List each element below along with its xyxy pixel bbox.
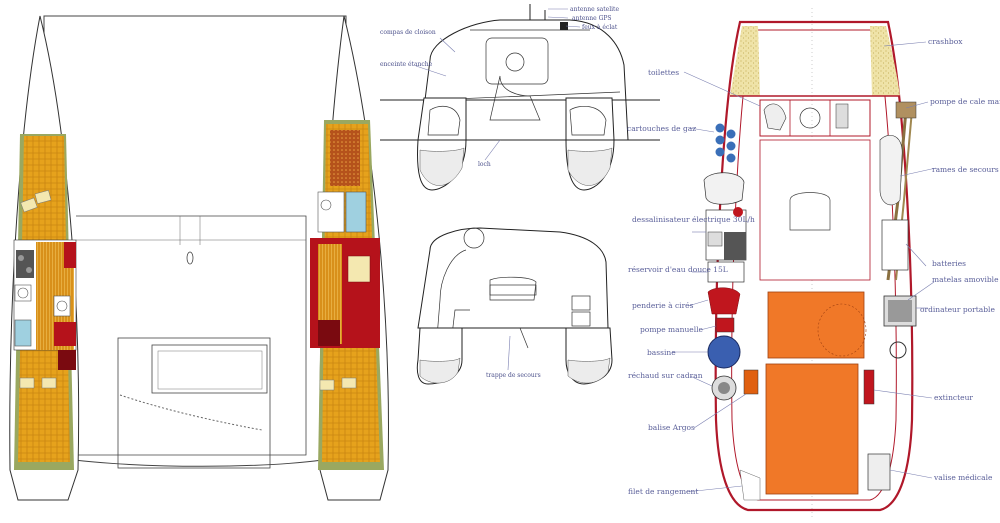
label-crashbox: crashbox: [928, 37, 963, 46]
section-front-view: [380, 4, 660, 191]
label-filet-rangement: filet de rangement: [628, 487, 698, 496]
section-side-view: trappe de secours: [416, 227, 613, 385]
label-balise-argos: balise Argos: [648, 423, 695, 432]
label-dessalinisateur-text: dessalinisateur électrique 30L/h: [632, 215, 755, 224]
label-pompe-manuelle: pompe manuelle: [640, 325, 704, 334]
label-rames-secours: rames de secours: [932, 165, 999, 174]
label-compas-cloison: compas de cloison: [380, 29, 436, 36]
label-bassine: bassine: [647, 348, 676, 357]
label-loch: loch: [478, 161, 491, 168]
label-trappe-secours: trappe de secours: [486, 372, 541, 379]
section-views: antenne satelite antenne GPS feux à écla…: [380, 4, 660, 385]
label-toilettes: toilettes: [648, 68, 679, 77]
label-cartouches-gaz: cartouches de gaz: [627, 124, 696, 133]
label-penderie: penderie à cirés: [632, 301, 694, 310]
label-enceinte-etanche: enceinte étanche: [380, 61, 433, 68]
label-batteries: batteries: [932, 259, 966, 268]
label-antenne-satelite: antenne satelite: [570, 6, 619, 13]
label-valise-medicale: valise médicale: [933, 473, 993, 482]
label-rechaud: réchaud sur cadran: [628, 371, 703, 380]
section-top-labels: antenne satelite antenne GPS feux à écla…: [380, 6, 619, 168]
label-matelas: matelas amovible: [932, 275, 999, 284]
label-dessalinisateur: dessalinisateur électrique 30L/h: [632, 215, 755, 224]
label-feux-eclat: feux à éclat: [582, 24, 618, 31]
plan-right-labels: crashbox pompe de cale manuelle rames de…: [920, 37, 1000, 482]
label-ordinateur: ordinateur portable: [920, 305, 995, 314]
label-pompe-cale: pompe de cale manuelle: [930, 97, 1000, 106]
gas-cartridges: [715, 123, 736, 163]
boat-interior-plan: toilettes cartouches de gaz dessalinisat…: [627, 8, 1000, 520]
plan-left-labels: toilettes cartouches de gaz dessalinisat…: [627, 68, 755, 496]
catamaran-plan: [9, 15, 389, 501]
label-reservoir: réservoir d'eau douce 15L: [628, 265, 728, 274]
label-extincteur: extincteur: [934, 393, 973, 402]
label-antenne-gps: antenne GPS: [572, 15, 612, 22]
